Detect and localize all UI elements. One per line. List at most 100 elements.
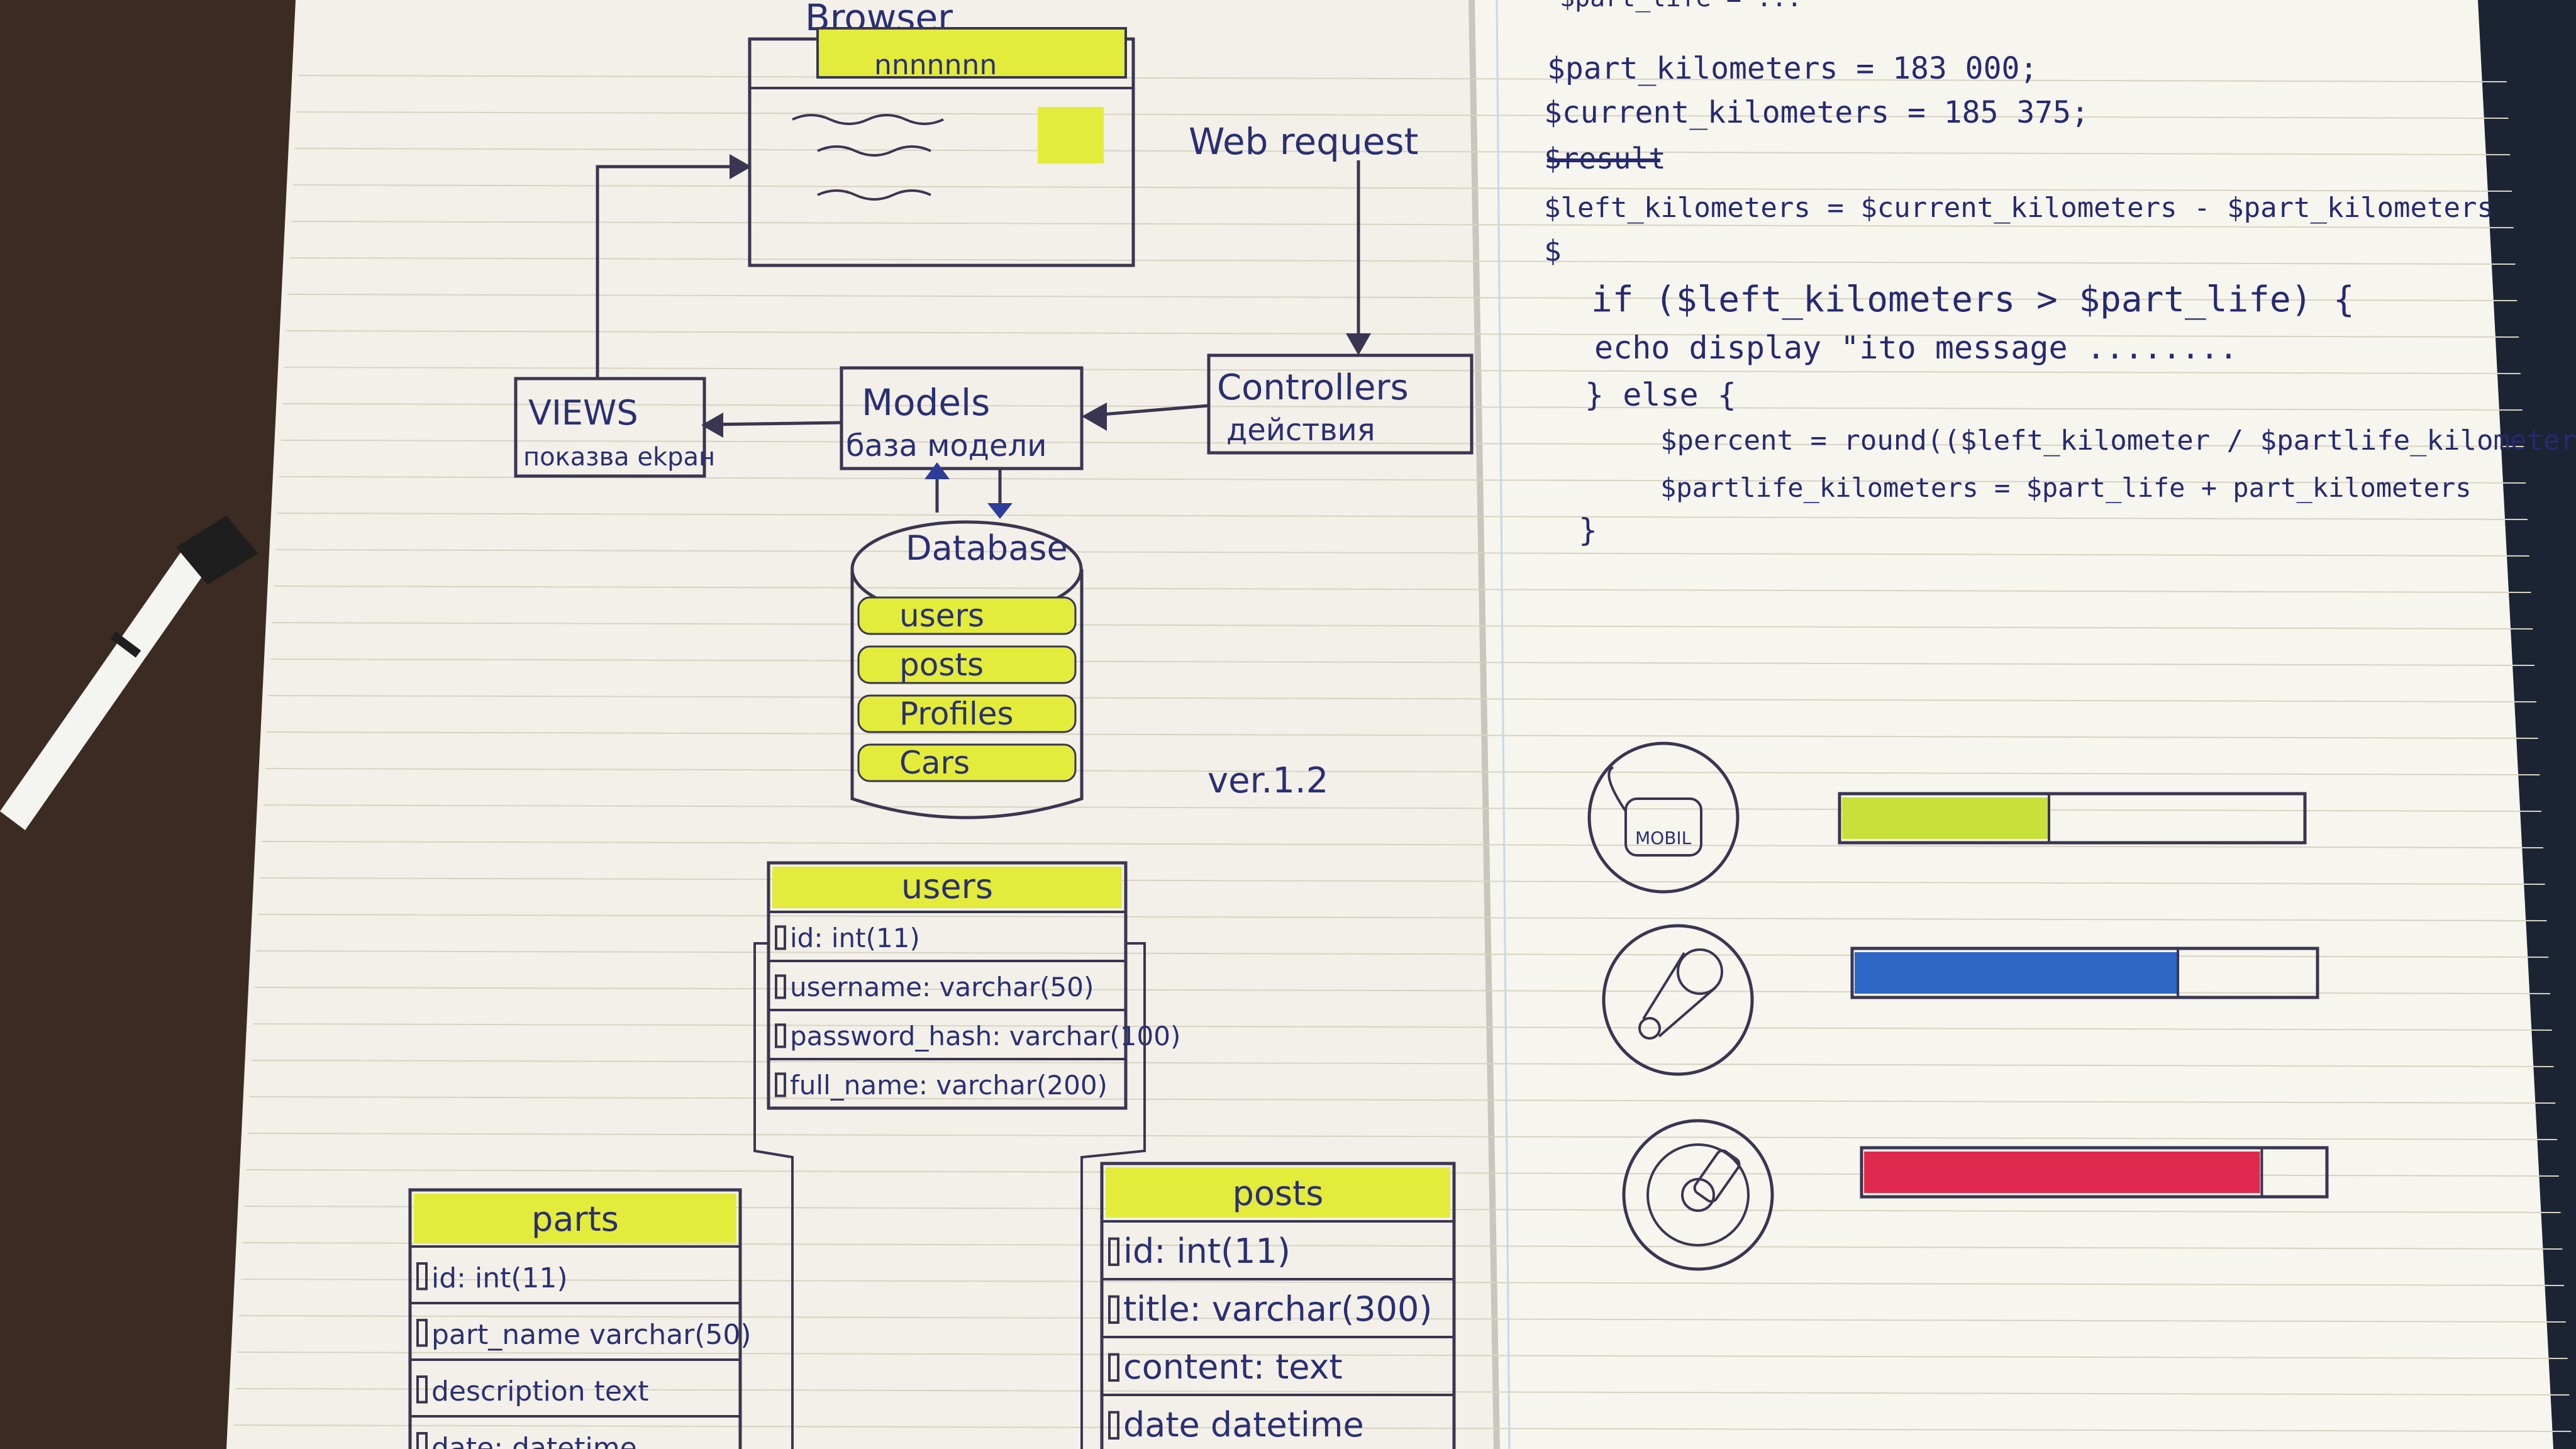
ruled-line bbox=[253, 1023, 2552, 1031]
table-frame bbox=[408, 1188, 742, 1449]
code-line: $left_kilometers = $current_kilometers -… bbox=[1544, 192, 2494, 224]
belt-pulley bbox=[1677, 948, 1723, 995]
ruled-line bbox=[260, 877, 2545, 885]
views-subtitle: показва ekран bbox=[523, 443, 715, 472]
ruled-line bbox=[289, 257, 2516, 265]
table-frame bbox=[1100, 1162, 1456, 1449]
table-field: id: int(11) bbox=[431, 1262, 568, 1294]
table-field: id: int(11) bbox=[1123, 1231, 1291, 1271]
users-parts-relation-line bbox=[753, 942, 794, 1449]
browser-scribble-2 bbox=[817, 145, 931, 157]
browser-tabs-scribble: nnnnnnn bbox=[874, 49, 997, 81]
page-gutter bbox=[1468, 0, 1500, 1449]
database-table-band bbox=[857, 645, 1077, 684]
ruled-line bbox=[251, 1060, 2554, 1067]
table-field: date datetime bbox=[1123, 1405, 1364, 1445]
ruled-line bbox=[265, 768, 2540, 775]
table-field: description text bbox=[431, 1375, 648, 1407]
belt-strap bbox=[1642, 952, 1717, 1038]
ruled-line bbox=[240, 1279, 2565, 1286]
models-title: Models bbox=[862, 381, 990, 424]
users-posts-relation-line bbox=[1080, 942, 1146, 1449]
ruled-line bbox=[235, 1388, 2570, 1396]
oil-can-body bbox=[1624, 797, 1702, 857]
marker-pen bbox=[0, 516, 258, 830]
code-line: } else { bbox=[1585, 377, 1736, 413]
ruled-line bbox=[284, 367, 2521, 374]
database-table-band bbox=[857, 694, 1077, 733]
ruled-line bbox=[267, 731, 2538, 739]
ruled-line bbox=[272, 622, 2533, 630]
browser-yellow-block bbox=[1038, 107, 1104, 164]
browser-scribble-1 bbox=[792, 114, 944, 125]
field-key-icon bbox=[416, 1375, 428, 1404]
web-request-arrowhead bbox=[1346, 333, 1371, 355]
code-line: $part_life = ... bbox=[1560, 0, 1802, 13]
ruled-line bbox=[239, 1315, 2566, 1323]
oil-can-icon bbox=[1587, 741, 1740, 894]
controllers-title: Controllers bbox=[1217, 367, 1409, 408]
ruled-line bbox=[233, 1424, 2572, 1432]
code-line: $ bbox=[1544, 234, 1562, 268]
ruled-line bbox=[277, 513, 2528, 520]
table-field: title: varchar(300) bbox=[1123, 1289, 1432, 1329]
gauge-track bbox=[1860, 1146, 2329, 1199]
code-line: if ($left_kilometers > $part_life) { bbox=[1591, 279, 2355, 320]
web-request-label: Web request bbox=[1189, 120, 1418, 163]
code-listing: $part_life = ... $part_kilometers = 183 0… bbox=[1544, 0, 2576, 548]
ruled-lines bbox=[233, 75, 2572, 1432]
ruled-line bbox=[263, 804, 2542, 812]
field-key-icon bbox=[416, 1432, 428, 1449]
field-key-icon bbox=[1108, 1295, 1119, 1324]
gauge-fill bbox=[1864, 1152, 2260, 1193]
ruled-line bbox=[242, 1242, 2563, 1250]
table-field: password_hash: varchar(100) bbox=[790, 1021, 1180, 1052]
views-box: VIEWS показва ekран bbox=[514, 377, 715, 478]
ruled-line bbox=[292, 184, 2512, 192]
database-table-label: Cars bbox=[899, 745, 970, 781]
code-line: $current_kilometers = 185 375; bbox=[1544, 95, 2089, 130]
ruled-line bbox=[258, 914, 2547, 921]
ruled-line bbox=[249, 1096, 2556, 1104]
version-label: ver.1.2 bbox=[1208, 760, 1328, 801]
oil-can-spout bbox=[1607, 766, 1627, 813]
database-table-band bbox=[857, 596, 1077, 635]
models-to-views-arrowhead bbox=[701, 413, 723, 438]
views-to-browser-arrow bbox=[596, 165, 742, 379]
code-line: } bbox=[1579, 512, 1597, 548]
code-line: echo display "ito message ........ bbox=[1594, 330, 2238, 366]
ruled-line bbox=[279, 476, 2526, 484]
views-to-browser-arrowhead bbox=[730, 154, 752, 179]
ruled-line bbox=[275, 549, 2529, 557]
table-field: part_name varchar(50) bbox=[431, 1319, 752, 1351]
code-line: $percent = round(($left_kilometer / $par… bbox=[1660, 425, 2576, 457]
ruled-line bbox=[291, 221, 2514, 228]
table-title: posts bbox=[1233, 1174, 1324, 1213]
views-title: VIEWS bbox=[528, 393, 638, 433]
controllers-to-models-arrowhead bbox=[1082, 402, 1107, 431]
controllers-subtitle: действия bbox=[1226, 413, 1375, 448]
db-to-models-arrowhead bbox=[924, 462, 950, 479]
gauge-track bbox=[1838, 792, 2307, 845]
browser-box: Browser nnnnnnn bbox=[748, 0, 1135, 267]
browser-scribble-3 bbox=[817, 189, 931, 201]
ruled-line bbox=[247, 1133, 2558, 1140]
timing-belt-icon bbox=[1602, 924, 1754, 1076]
field-key-icon bbox=[1108, 1237, 1119, 1266]
code-line: $partlife_kilometers = $part_life + part… bbox=[1660, 472, 2472, 503]
database-table-label: Profiles bbox=[899, 696, 1014, 732]
controllers-to-models-arrow bbox=[1094, 404, 1209, 417]
table-header-fill bbox=[1106, 1167, 1450, 1218]
code-line: $part_kilometers = 183 000; bbox=[1547, 51, 2038, 86]
table-header-fill bbox=[772, 867, 1122, 908]
gauge-fill bbox=[1842, 797, 2050, 839]
gauge-fill bbox=[1855, 952, 2177, 994]
ruled-line bbox=[296, 111, 2509, 119]
gauge-track bbox=[1850, 947, 2319, 999]
ruled-line bbox=[269, 695, 2536, 702]
ruled-line bbox=[270, 658, 2535, 666]
field-key-icon bbox=[1108, 1411, 1119, 1440]
